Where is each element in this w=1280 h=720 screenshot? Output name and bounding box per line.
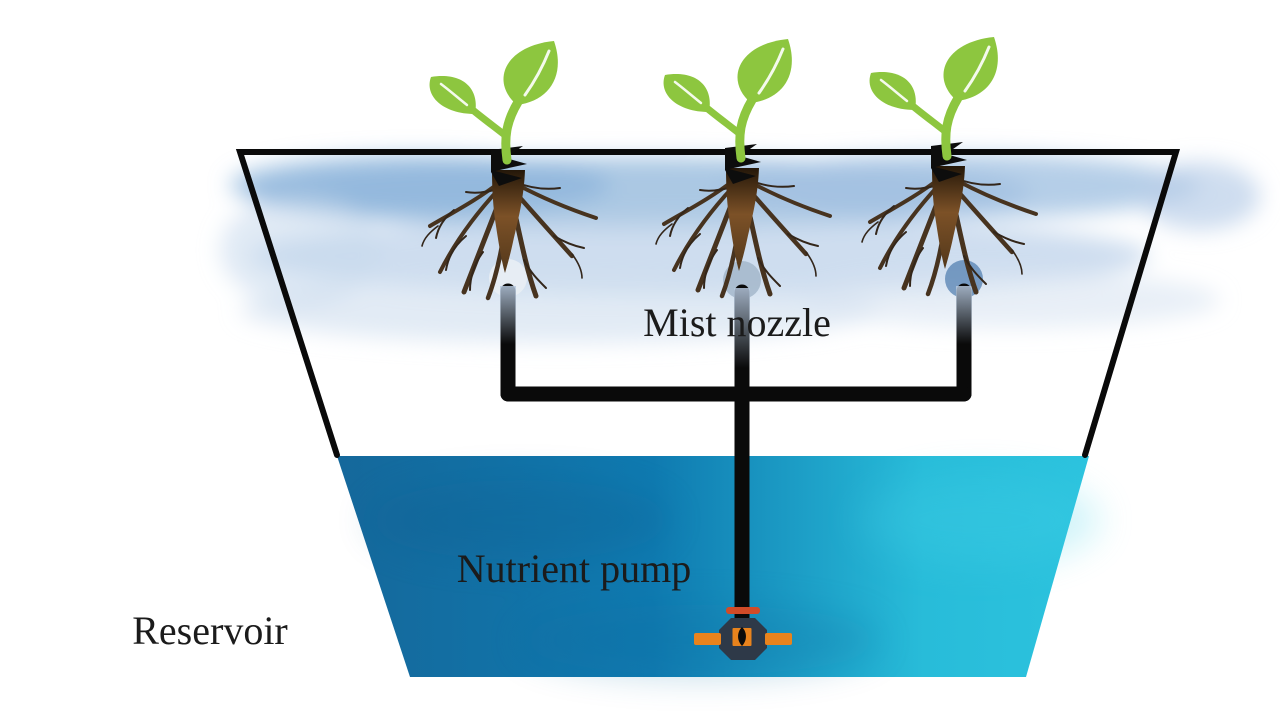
mist-nozzle-middle: [723, 261, 761, 299]
pump-valve-bar: [726, 607, 760, 614]
nutrient-pump-label: Nutrient pump: [456, 546, 692, 591]
reservoir-outline: [235, 149, 1181, 458]
nutrient-pump: [694, 607, 792, 660]
mist-nozzle-label: Mist nozzle: [643, 300, 831, 345]
pipe-network: [500, 283, 972, 630]
pump-outlet-left: [694, 633, 721, 645]
reservoir-water: [337, 456, 1100, 677]
pump-droplet: [738, 627, 746, 646]
pump-outlet-right: [765, 633, 792, 645]
reservoir-label: Reservoir: [132, 608, 288, 653]
